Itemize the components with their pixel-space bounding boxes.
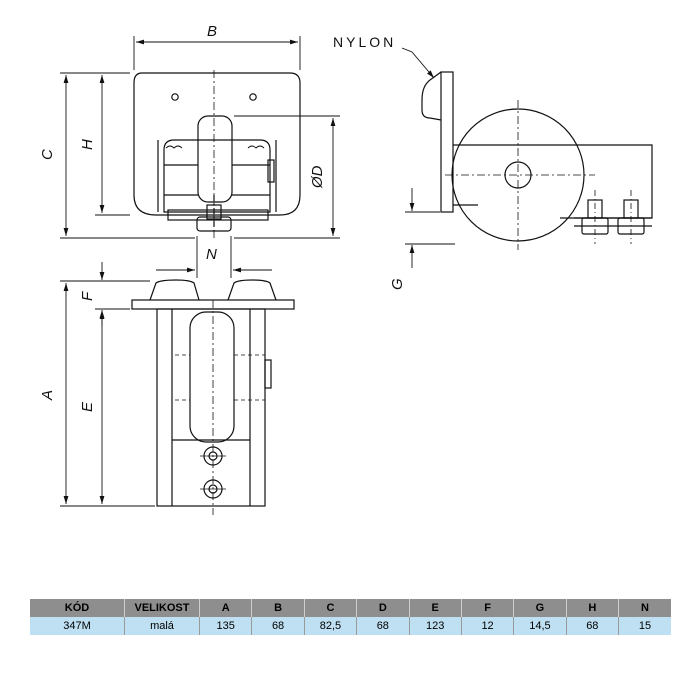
cell-c: 82,5 bbox=[304, 617, 358, 635]
dim-label-b: B bbox=[207, 23, 217, 40]
dim-label-a: A bbox=[39, 390, 56, 401]
table-row: 347M malá 135 68 82,5 68 123 12 14,5 68 … bbox=[30, 617, 671, 635]
cell-a: 135 bbox=[199, 617, 253, 635]
cell-e: 123 bbox=[409, 617, 462, 635]
cell-d: 68 bbox=[356, 617, 410, 635]
front-view bbox=[133, 70, 301, 240]
dim-label-f: F bbox=[79, 291, 96, 301]
header-b: B bbox=[251, 599, 305, 617]
cell-f: 12 bbox=[461, 617, 515, 635]
header-a: A bbox=[199, 599, 253, 617]
spec-header-row: KÓD VELIKOST A B C D E F G H N bbox=[30, 599, 671, 617]
dim-label-c: C bbox=[39, 149, 56, 160]
dim-label-h: H bbox=[79, 139, 96, 150]
spec-table: KÓD VELIKOST A B C D E F G H N 347M malá… bbox=[30, 599, 671, 635]
dim-label-g: G bbox=[389, 278, 406, 290]
header-e: E bbox=[409, 599, 462, 617]
header-velikost: VELIKOST bbox=[124, 599, 200, 617]
front-dimensions bbox=[60, 36, 340, 278]
header-kod: KÓD bbox=[30, 599, 125, 617]
right-side-view bbox=[421, 71, 653, 250]
dim-label-d: ØD bbox=[309, 165, 326, 189]
header-g: G bbox=[513, 599, 567, 617]
header-f: F bbox=[461, 599, 515, 617]
side-dimensions bbox=[60, 262, 155, 507]
cell-velikost: malá bbox=[124, 617, 200, 635]
right-dimensions bbox=[401, 47, 455, 268]
side-view bbox=[131, 279, 295, 515]
cell-h: 68 bbox=[566, 617, 620, 635]
cell-kod: 347M bbox=[30, 617, 125, 635]
cell-b: 68 bbox=[251, 617, 305, 635]
header-n: N bbox=[618, 599, 671, 617]
technical-drawing: B C H ØD N F A E G NYLON bbox=[39, 23, 653, 515]
header-c: C bbox=[304, 599, 358, 617]
dim-label-n: N bbox=[206, 246, 217, 263]
cell-n: 15 bbox=[618, 617, 671, 635]
header-d: D bbox=[356, 599, 410, 617]
nylon-label: NYLON bbox=[333, 34, 396, 50]
header-h: H bbox=[566, 599, 620, 617]
dim-label-e: E bbox=[79, 401, 96, 412]
cell-g: 14,5 bbox=[513, 617, 567, 635]
